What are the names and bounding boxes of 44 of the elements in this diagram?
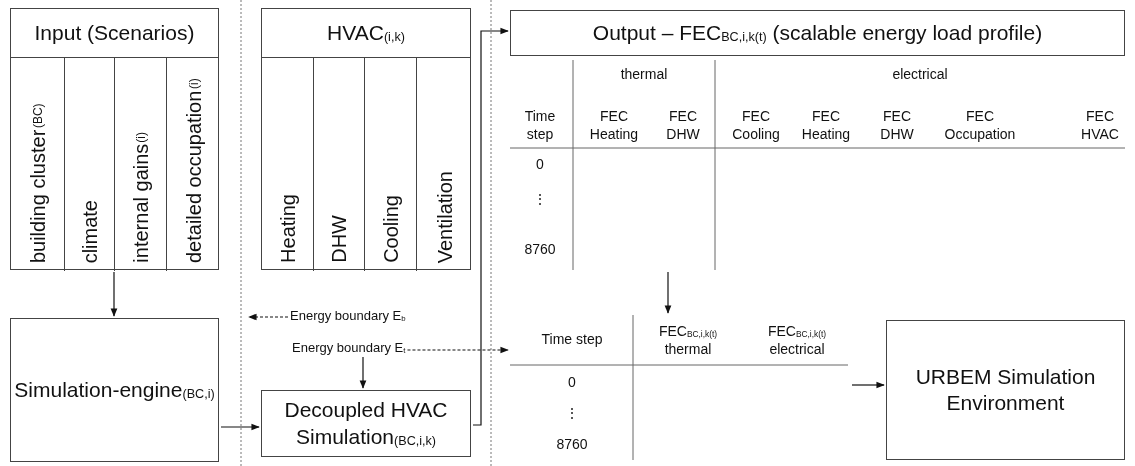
column-group-header: electrical: [891, 66, 949, 84]
column-header: FEC DHW: [665, 107, 701, 143]
arrow: [472, 27, 509, 426]
row-label: 0: [567, 374, 577, 392]
column-group-header: thermal: [619, 66, 669, 84]
boundary-label: Energy boundary E$_{b}$: [290, 308, 406, 323]
column-header: FEC Heating: [800, 107, 852, 143]
data-table: [510, 315, 850, 460]
row-label: ⋮: [564, 405, 580, 423]
column-label: Heating: [276, 194, 299, 263]
column-header: FEC Heating: [588, 107, 640, 143]
column-header: FEC DHW: [879, 107, 915, 143]
column-header: FEC Cooling: [731, 107, 781, 143]
data-table: [510, 60, 1125, 270]
column-label: DHW: [327, 215, 351, 263]
column-label: Ventilation: [433, 170, 456, 263]
arrow: [220, 423, 260, 431]
column-label: Cooling: [379, 195, 402, 263]
column-header: Time step: [540, 331, 604, 349]
row-label: 8760: [555, 436, 589, 454]
process-box: Output – FEC$_{BC,i,k(t)}$ (scalable energy load profile): [510, 10, 1125, 56]
row-label: 0: [535, 156, 545, 174]
arrow: [359, 356, 367, 389]
process-box: URBEM Simulation Environment: [886, 320, 1125, 460]
column-header: FEC$_{BC,i,k(t)}$ thermal: [657, 322, 719, 358]
column-label: climate: [78, 199, 101, 263]
column-header: FEC$_{BC,i,k(t)}$ electrical: [766, 322, 828, 358]
row-label: 8760: [523, 241, 557, 259]
column-header: Time step: [523, 107, 557, 143]
boundary-label: Energy boundary E$_{t}$: [292, 340, 406, 355]
dashed-arrow: [248, 313, 289, 321]
panel-heading: Input (Scenarios): [34, 21, 195, 45]
dashed-arrow: [406, 346, 509, 354]
panel-heading: HVAC$_{(i,k)}$: [327, 21, 405, 45]
column-header: FEC HVAC: [1080, 107, 1120, 143]
arrow: [851, 381, 885, 389]
process-box: Decoupled HVAC Simulation$_{(BC,i,k)}$: [261, 390, 471, 457]
column-header: FEC Occupation: [943, 107, 1017, 143]
hvac-panel: [261, 8, 471, 270]
arrow: [110, 271, 118, 317]
input-panel: [10, 8, 219, 270]
row-label: ⋮: [532, 191, 548, 209]
process-box: Simulation-engine$_{(BC,i)}$: [10, 318, 219, 462]
arrow: [664, 271, 672, 314]
